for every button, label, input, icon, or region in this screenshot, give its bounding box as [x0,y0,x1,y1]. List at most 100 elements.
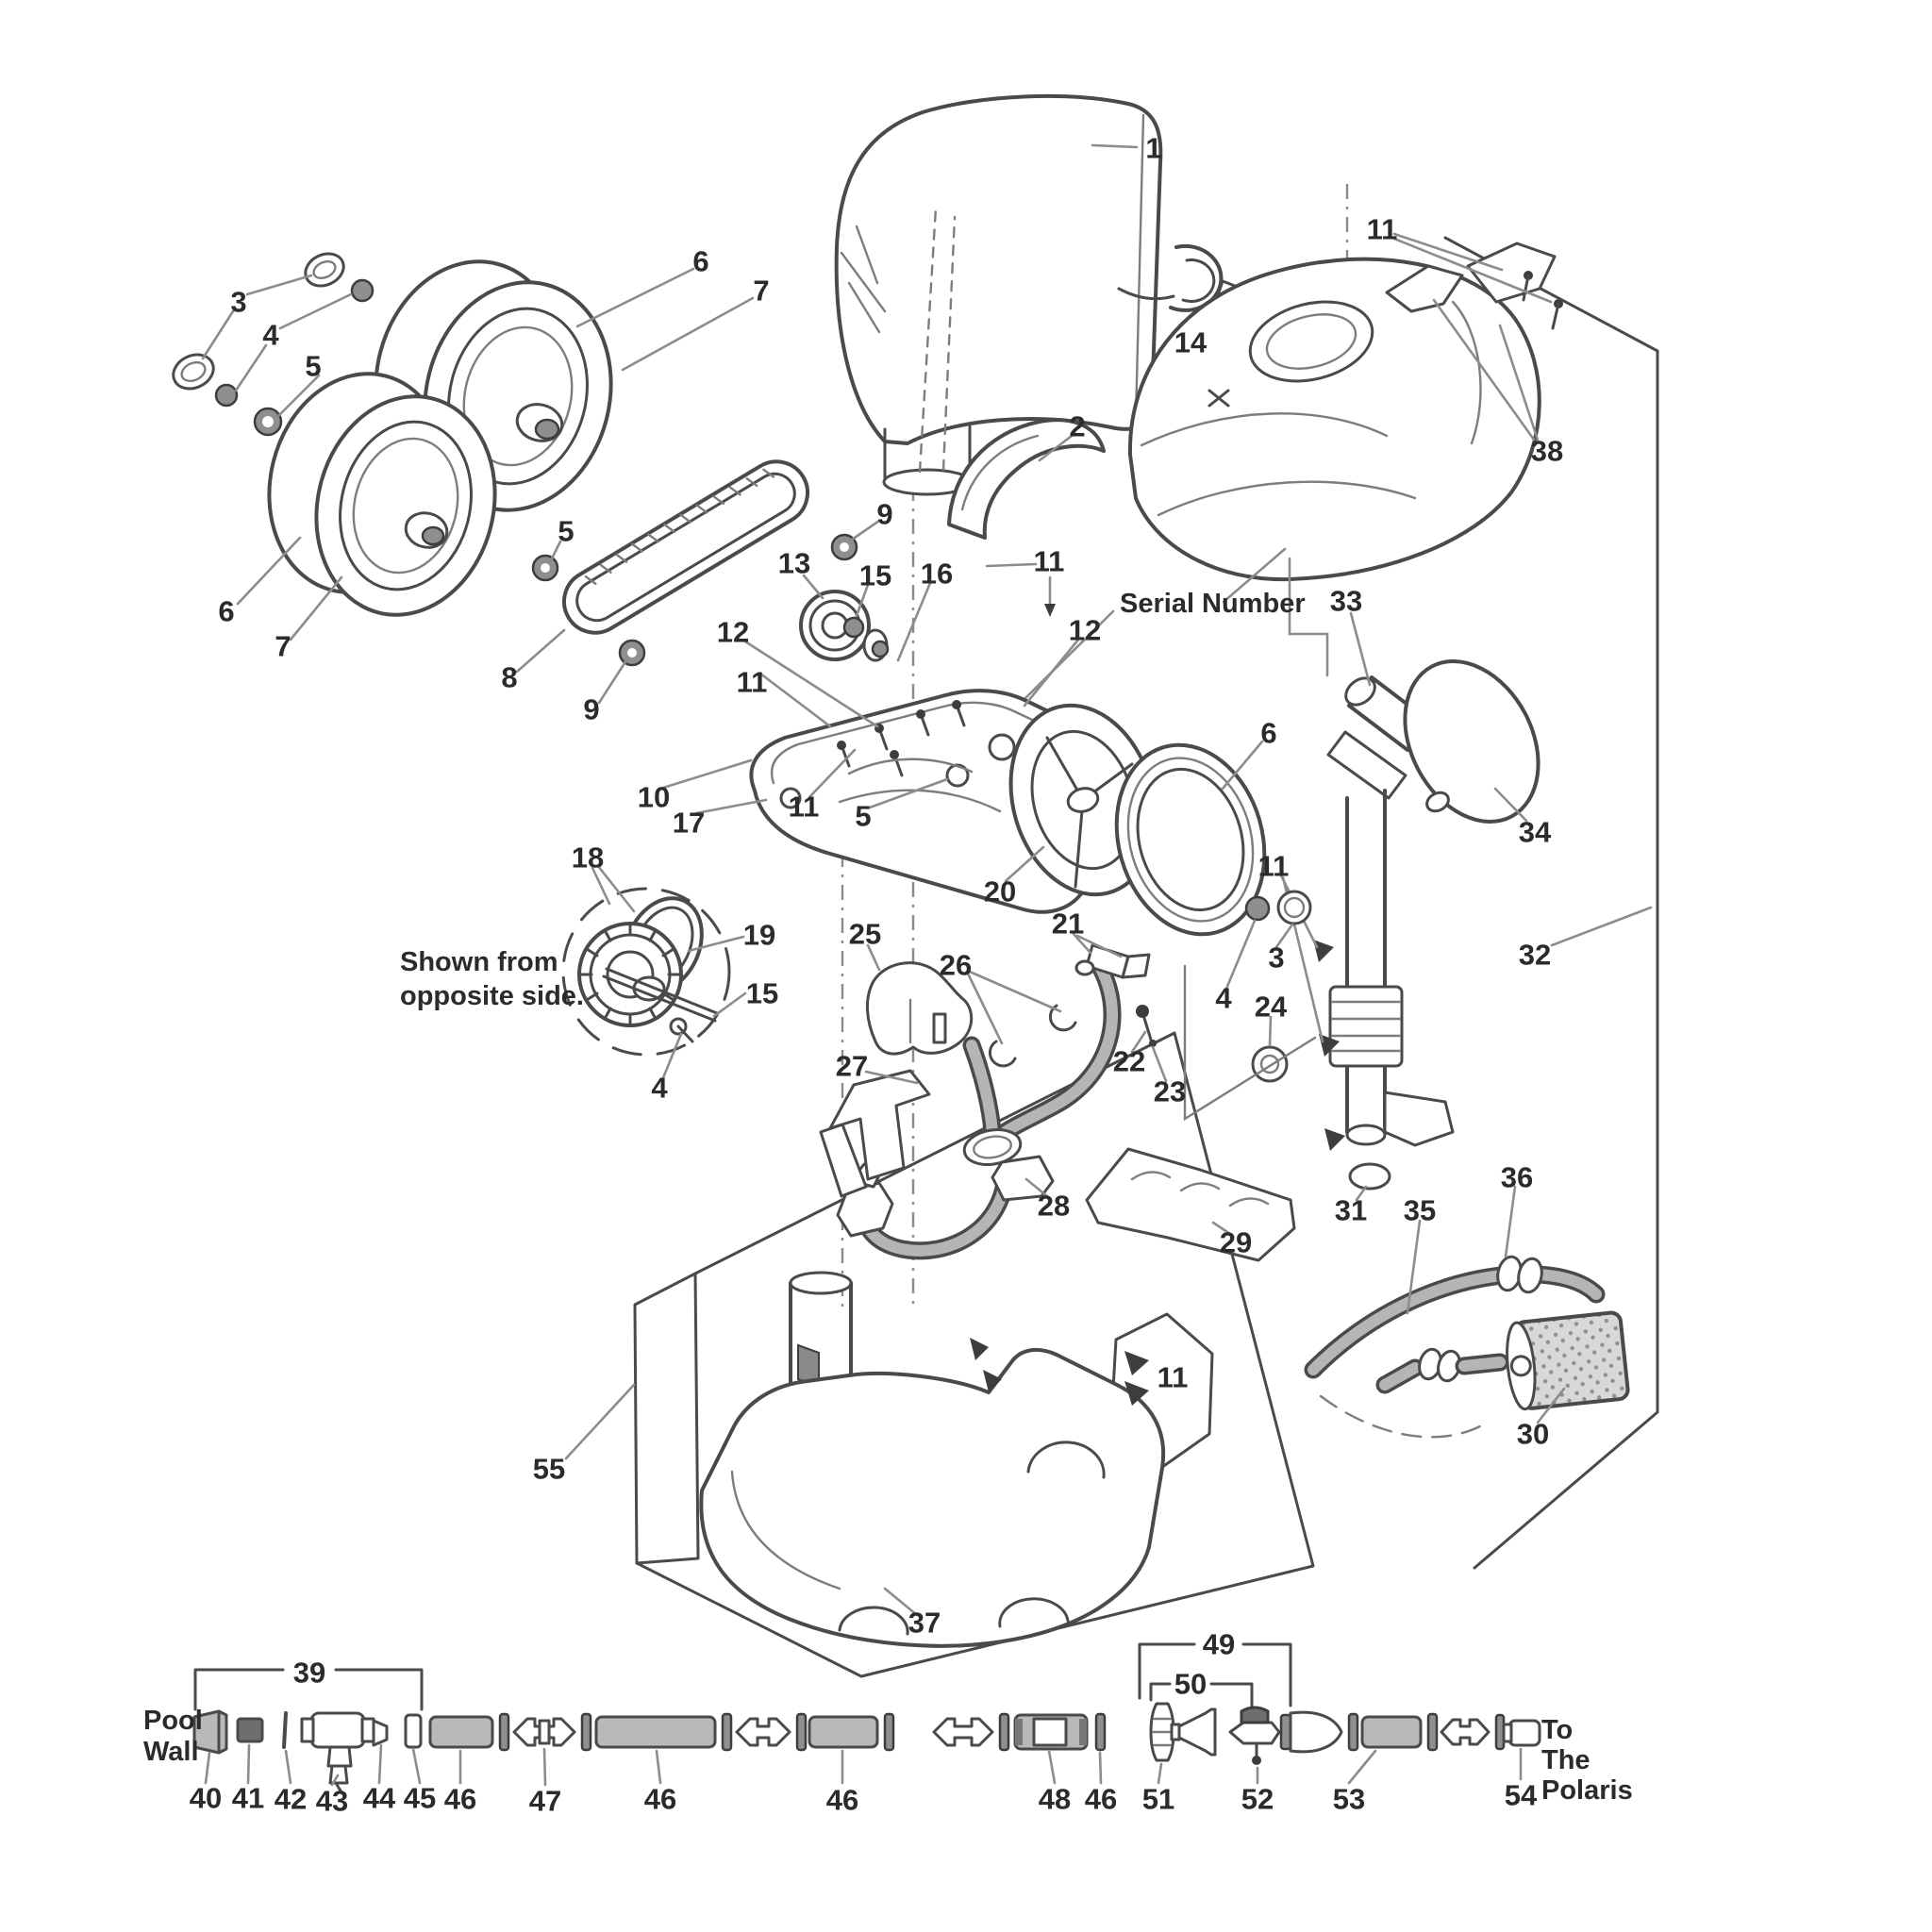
part-label-5: 5 [305,350,321,383]
part-label-11: 11 [1258,850,1290,883]
drive-pulley [799,574,889,662]
sump-tray [1085,1147,1296,1262]
part-label-15: 15 [746,977,778,1010]
bracket-49 [1138,1642,1292,1707]
part-label-4: 4 [1215,982,1232,1015]
part-label-6: 6 [1260,717,1276,750]
part-label-20: 20 [984,875,1016,908]
hose-adapter [236,1717,264,1743]
hose-segment [594,1715,717,1749]
part-label-46: 46 [444,1783,476,1816]
sweep-hose-assembly [1304,1185,1630,1439]
part-label-30: 30 [1517,1418,1549,1451]
bracket-39 [193,1668,424,1711]
washer [1244,895,1271,922]
hose-connector [932,1717,994,1747]
part-label-37: 37 [908,1607,941,1640]
part-label-47: 47 [529,1785,561,1818]
part-label-46: 46 [826,1784,858,1817]
to-polaris-line1: To [1541,1715,1573,1745]
hose-nut [404,1713,423,1749]
part-label-5: 5 [558,515,574,548]
part-label-12: 12 [1069,614,1101,647]
water-management-cluster [819,932,1317,1260]
part-label-48: 48 [1039,1783,1071,1816]
motor-and-lower-housing [564,1271,1166,1648]
part-label-14: 14 [1174,326,1208,359]
hose-ring [580,1712,592,1752]
serial-number-label: Serial Number [1120,589,1306,619]
part-label-42: 42 [275,1783,307,1816]
part-label-50: 50 [1174,1668,1207,1701]
part-label-17: 17 [673,807,705,840]
part-label-53: 53 [1333,1783,1365,1816]
housing-window [1248,300,1374,383]
part-label-35: 35 [1404,1194,1436,1227]
part-label-13: 13 [778,547,810,580]
part-label-11: 11 [789,791,820,824]
hose-segment [428,1715,494,1749]
wheel-pair-front [236,372,497,641]
part-label-9: 9 [583,693,599,726]
feed-pipe [1279,557,1455,1202]
housing-clip [1466,242,1557,304]
part-label-36: 36 [1501,1161,1533,1194]
part-label-44: 44 [363,1782,396,1815]
part-label-52: 52 [1241,1783,1274,1816]
hose-clamp [988,1040,1017,1068]
hose-ring [721,1712,733,1752]
part-label-8: 8 [501,661,517,694]
part-label-54: 54 [1505,1779,1538,1812]
hose-ring [795,1712,808,1752]
hose-segment [808,1715,879,1749]
top-housing [1127,232,1563,582]
part-label-12: 12 [717,616,749,649]
serial-number-leaders [1022,547,1287,702]
hose-ring [1094,1712,1107,1752]
drive-belt [561,459,810,635]
part-label-33: 33 [1330,585,1362,618]
washer [350,278,375,303]
part-label-41: 41 [232,1782,264,1815]
hose-connector [1440,1718,1491,1746]
part-label-31: 31 [1335,1194,1367,1227]
part-label-6: 6 [692,245,708,278]
part-label-32: 32 [1519,939,1551,972]
part-label-3: 3 [1268,941,1284,974]
part-label-22: 22 [1113,1045,1145,1078]
part-label-5: 5 [855,800,871,833]
part-label-7: 7 [753,275,769,308]
backup-valve-nozzle [1170,1707,1217,1757]
housing-clip [1385,264,1464,313]
part-label-45: 45 [404,1782,436,1815]
part-label-11: 11 [1034,545,1065,578]
part-label-7: 7 [275,630,291,663]
pipe-o-ring [1348,1162,1391,1191]
view-note-line1: Shown from [400,947,558,977]
part-label-46: 46 [1085,1783,1117,1816]
part-label-11: 11 [1158,1361,1189,1394]
wall-tee [300,1711,389,1794]
hose-ring [1426,1712,1439,1752]
part-label-9: 9 [876,498,892,531]
turbine-assembly [561,864,747,1082]
to-polaris-line3: Polaris [1541,1775,1633,1806]
part-label-24: 24 [1255,991,1288,1024]
hose-connector [735,1717,791,1747]
part-label-51: 51 [1142,1783,1174,1816]
part-label-4: 4 [262,319,279,352]
o-ring [304,252,345,288]
part-label-40: 40 [190,1782,222,1815]
o-ring [1276,890,1312,925]
part-label-46: 46 [644,1783,676,1816]
polaris-end-fitting [1502,1719,1541,1747]
wheel-and-tire [1004,703,1312,991]
hose-ring [998,1712,1010,1752]
to-polaris-line2: The [1541,1745,1591,1775]
part-label-4: 4 [651,1072,668,1105]
part-label-55: 55 [533,1453,565,1486]
part-label-25: 25 [849,918,881,951]
hose-ring [498,1712,510,1752]
